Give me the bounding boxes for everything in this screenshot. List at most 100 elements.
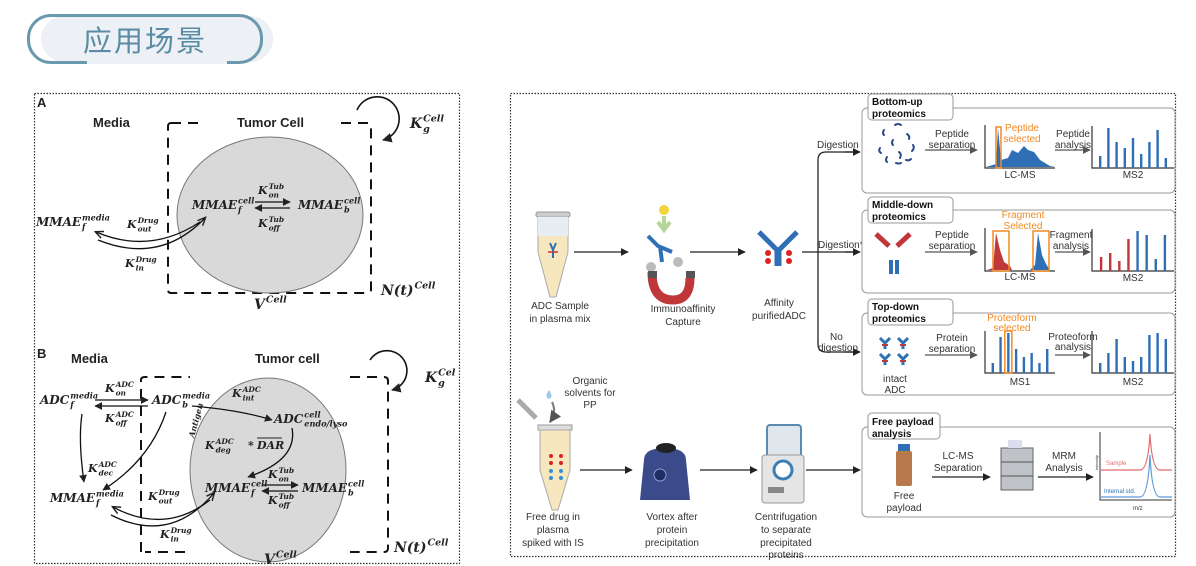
step2-label-line1: Fragment	[1050, 230, 1093, 241]
immunoaffinity-label-line1: Immunoaffinity	[651, 304, 716, 315]
sample-label-line2: ADC	[884, 385, 905, 396]
cell-boundary	[140, 376, 389, 553]
math-superscript: Tub	[269, 182, 285, 191]
influx-arrow	[110, 493, 214, 527]
math-subscript: b	[182, 400, 188, 410]
math-base: K	[159, 528, 170, 541]
spectrum-bar	[1163, 235, 1167, 271]
spectrum-bar	[1022, 357, 1026, 373]
math-subscript: off	[116, 418, 129, 427]
math-base: K	[104, 412, 115, 425]
section-title: 应用场景	[82, 24, 207, 58]
media-label: Media	[93, 115, 131, 130]
spectrum-bar	[1154, 259, 1157, 271]
mrm-chromatogram	[1099, 432, 1172, 501]
math-superscript: Tub	[279, 466, 295, 475]
deconjugation-arrow-bound	[102, 411, 167, 491]
panel-title-line1: Bottom-up	[872, 97, 923, 108]
ms2-chart	[1091, 331, 1174, 374]
panel-title-line2: analysis	[872, 429, 912, 440]
centrifugation-label-line4: proteins	[768, 550, 804, 561]
math-base: K	[257, 217, 268, 230]
math-superscript: Drug	[137, 216, 159, 225]
ms2-chart	[1091, 229, 1174, 272]
math-superscript: cell	[344, 196, 360, 206]
selected-label-line1: Fragment	[1002, 210, 1045, 221]
spectrum-bar	[1014, 349, 1018, 373]
math-superscript: cell	[304, 410, 320, 420]
math-base: MMAE	[191, 198, 238, 212]
math-subscript: f	[81, 222, 87, 232]
math-base: MMAE	[204, 481, 251, 495]
spectrum-bar	[1115, 142, 1118, 168]
spectrum-bar	[1145, 235, 1148, 271]
step2-label-line2: analysis	[1055, 342, 1091, 353]
middle-down-panel: Middle-down proteomics Peptide separatio…	[861, 196, 1176, 294]
panel-tab	[867, 93, 954, 121]
math-subscript: on	[116, 388, 126, 397]
spectrum-bar	[1127, 239, 1130, 271]
math-base: MMAE	[297, 198, 344, 212]
math-base: N(t)	[393, 540, 427, 556]
math-base: K	[204, 439, 215, 452]
header-outline-gap	[87, 54, 227, 64]
chart2-label: MS2	[1123, 170, 1144, 181]
spectrum-bar	[1140, 154, 1143, 168]
step1-label-line1: Peptide	[935, 129, 969, 140]
spectrum-bar	[1140, 357, 1143, 373]
panel-tab	[867, 196, 954, 224]
step2-label-line2: analysis	[1055, 140, 1091, 151]
math-subscript: b	[348, 488, 354, 498]
step2-label-line2: Analysis	[1045, 463, 1082, 474]
lc-ms-chart	[984, 228, 1055, 272]
internalization-arrow	[191, 405, 273, 422]
math-superscript: Cell	[423, 114, 444, 125]
math-base: K	[231, 387, 242, 400]
math-subscript: off	[269, 223, 282, 232]
sample-label-line2: payload	[886, 503, 921, 514]
media-label: Media	[71, 351, 109, 366]
math-subscript: on	[279, 474, 289, 483]
label-gap	[200, 118, 340, 128]
math-superscript: cell	[238, 196, 254, 206]
selected-label-line1: Peptide	[1005, 123, 1039, 134]
math-subscript: out	[159, 496, 173, 505]
adc-sample-label-line2: in plasma mix	[529, 314, 590, 325]
free-drug-label-line2: plasma	[537, 525, 570, 536]
math-superscript: Drug	[135, 255, 157, 264]
chart2-label: MS2	[1123, 273, 1144, 284]
chart1-label: LC-MS	[1004, 272, 1035, 283]
spectrum-bar	[1131, 361, 1135, 373]
math-base: K	[87, 462, 98, 475]
math-subscript: in	[136, 263, 144, 272]
math-superscript: Cell	[428, 538, 449, 549]
sample-trace	[1101, 433, 1172, 471]
math-subscript: in	[171, 534, 179, 543]
free-drug-label-line1: Free drug in	[526, 512, 580, 523]
spectrum-bar	[1107, 128, 1110, 168]
panel-label: A	[37, 95, 47, 110]
panel-title-line1: Middle-down	[872, 200, 933, 211]
selected-label-line2: Selected	[1004, 221, 1043, 232]
math-superscript: Drug	[170, 526, 192, 535]
step1-label-line1: Protein	[936, 333, 968, 344]
math-superscript: ADC	[115, 410, 134, 419]
antibody-fragments-icon	[874, 232, 912, 274]
math-superscript: cell	[251, 479, 267, 489]
step1-label-line1: LC-MS	[942, 451, 973, 462]
spectrum-bar	[1107, 353, 1110, 373]
math-base: K	[267, 494, 278, 507]
selected-label-line2: selected	[1003, 134, 1040, 145]
chart2-label: MS2	[1123, 377, 1144, 388]
panel-tab	[867, 412, 941, 440]
n-t-cell-label: N(t)Cell	[393, 538, 449, 556]
